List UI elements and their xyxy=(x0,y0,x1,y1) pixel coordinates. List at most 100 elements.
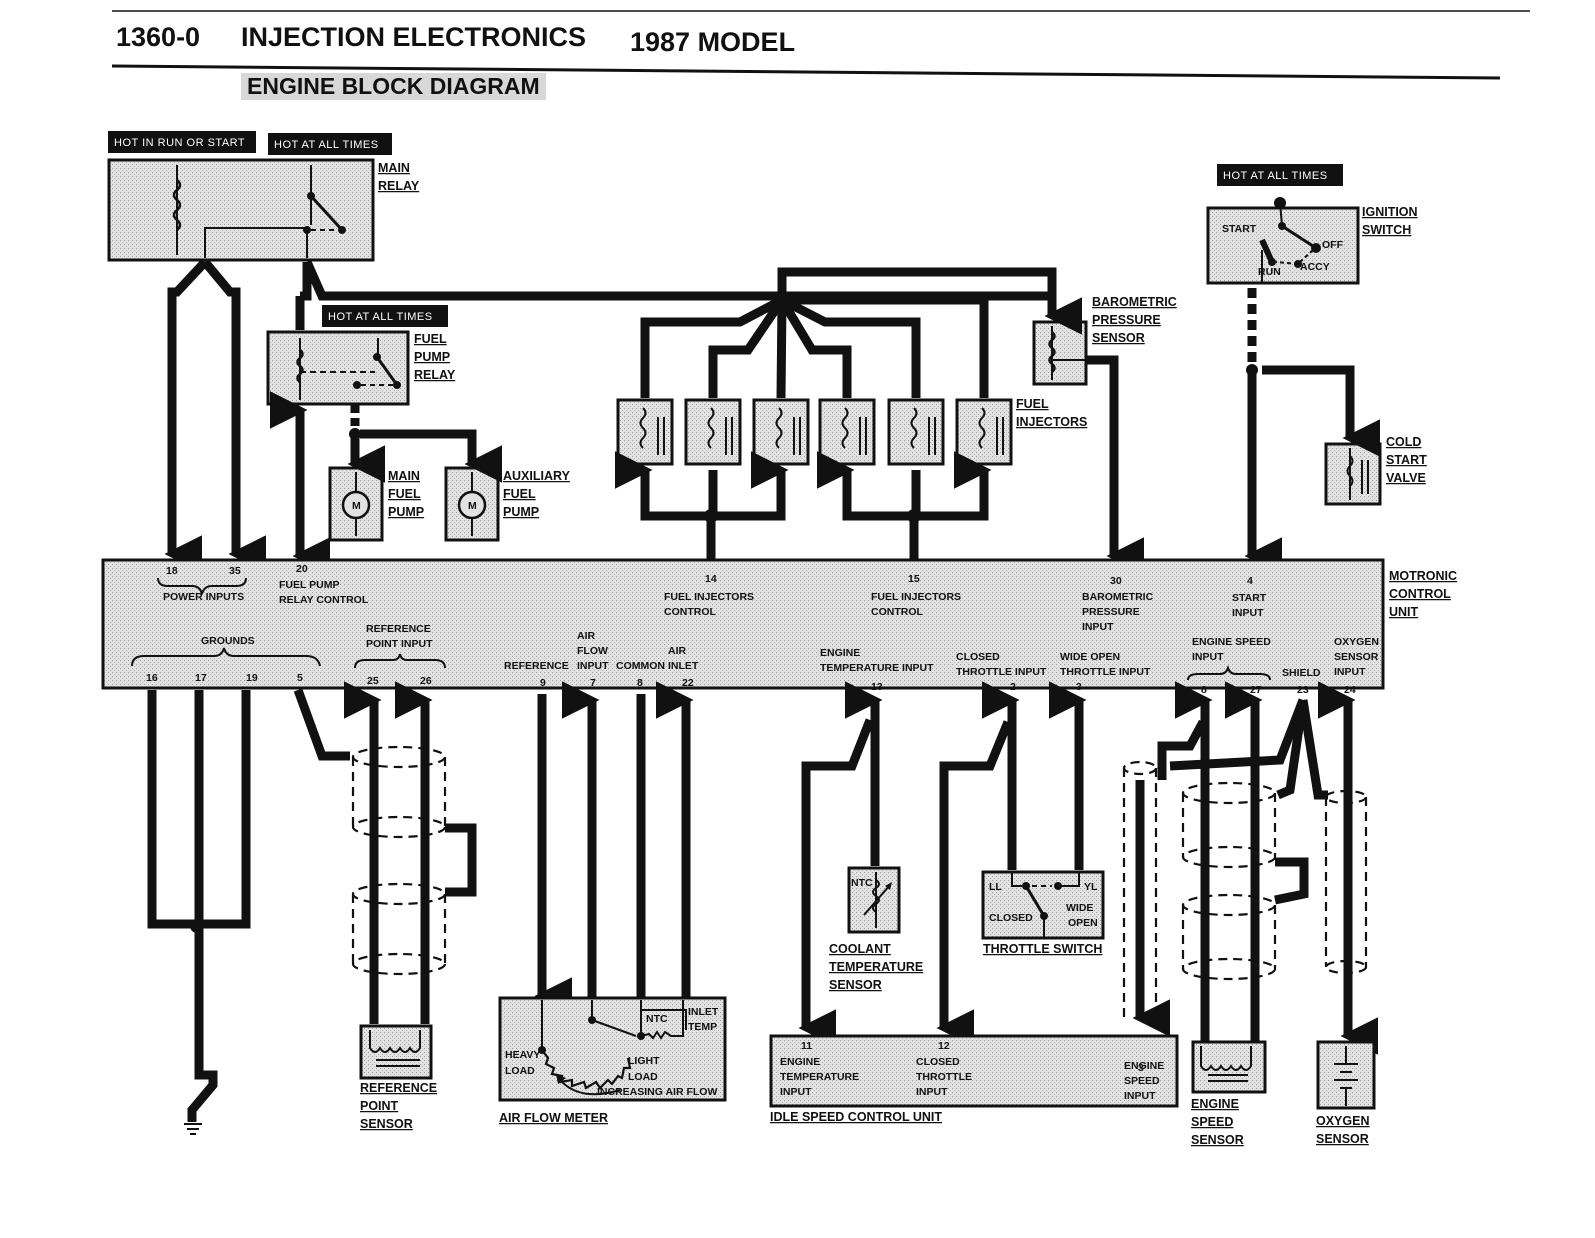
svg-text:8: 8 xyxy=(637,677,643,689)
fuel-injector xyxy=(955,398,1013,466)
svg-text:22: 22 xyxy=(682,677,694,689)
svg-text:INLET: INLET xyxy=(688,1006,719,1018)
reference-point-sensor: REFERENCE POINT SENSOR xyxy=(359,1024,437,1131)
svg-text:7: 7 xyxy=(590,677,596,689)
svg-text:COOLANT: COOLANT xyxy=(829,942,891,956)
svg-text:AIR: AIR xyxy=(577,630,596,642)
svg-text:ENGINE: ENGINE xyxy=(1191,1097,1239,1111)
svg-text:CONTROL: CONTROL xyxy=(871,606,923,618)
svg-text:INPUT: INPUT xyxy=(1334,666,1366,678)
svg-text:BAROMETRIC: BAROMETRIC xyxy=(1092,295,1177,309)
throttle-switch: LL YL CLOSED WIDE OPEN THROTTLE SWITCH xyxy=(981,870,1105,956)
svg-text:HOT AT ALL TIMES: HOT AT ALL TIMES xyxy=(274,139,379,151)
svg-text:NTC: NTC xyxy=(851,877,873,889)
barometric-pressure-sensor: BAROMETRIC PRESSURE SENSOR xyxy=(1032,295,1177,386)
svg-text:2: 2 xyxy=(1010,681,1016,693)
svg-text:BAROMETRIC: BAROMETRIC xyxy=(1082,591,1154,603)
lower-wiring xyxy=(147,681,1379,1135)
motronic-control-unit: MOTRONIC CONTROL UNIT 18 35 POWER INPUTS… xyxy=(101,558,1457,696)
svg-text:CLOSED: CLOSED xyxy=(989,912,1033,924)
svg-text:INPUT: INPUT xyxy=(577,660,609,672)
tag-hot-all-times-fuel-pump: HOT AT ALL TIMES xyxy=(322,305,448,327)
diagram-subtitle: ENGINE BLOCK DIAGRAM xyxy=(241,73,546,100)
svg-text:INLET: INLET xyxy=(668,660,699,672)
svg-text:LIGHT: LIGHT xyxy=(628,1055,660,1067)
svg-text:17: 17 xyxy=(195,672,207,684)
svg-text:5: 5 xyxy=(297,672,303,684)
svg-text:FUEL: FUEL xyxy=(388,487,421,501)
svg-text:SENSOR: SENSOR xyxy=(1316,1132,1369,1146)
svg-text:FUEL: FUEL xyxy=(414,332,447,346)
svg-text:UNIT: UNIT xyxy=(1389,605,1419,619)
svg-text:START: START xyxy=(1232,592,1267,604)
svg-text:RELAY CONTROL: RELAY CONTROL xyxy=(279,594,369,606)
svg-text:FUEL: FUEL xyxy=(1016,397,1049,411)
fuel-injector xyxy=(887,398,945,466)
svg-text:TEMP: TEMP xyxy=(688,1021,717,1033)
svg-text:3: 3 xyxy=(1138,1062,1144,1074)
svg-text:START: START xyxy=(1222,223,1257,235)
svg-text:NTC: NTC xyxy=(646,1013,668,1025)
svg-text:REFERENCE: REFERENCE xyxy=(360,1081,437,1095)
svg-text:16: 16 xyxy=(146,672,158,684)
upper-wiring xyxy=(164,258,1381,575)
fuel-injector xyxy=(684,398,742,466)
svg-text:CONTROL: CONTROL xyxy=(1389,587,1451,601)
svg-text:INPUT: INPUT xyxy=(1232,607,1264,619)
svg-text:M: M xyxy=(352,500,361,512)
svg-text:SENSOR: SENSOR xyxy=(360,1117,413,1131)
main-relay: MAIN RELAY xyxy=(107,158,420,262)
svg-text:FUEL INJECTORS: FUEL INJECTORS xyxy=(664,591,754,603)
svg-text:ACCY: ACCY xyxy=(1300,261,1330,273)
svg-text:HOT AT ALL TIMES: HOT AT ALL TIMES xyxy=(328,311,433,323)
svg-text:VALVE: VALVE xyxy=(1386,471,1426,485)
svg-text:AIR FLOW METER: AIR FLOW METER xyxy=(499,1111,608,1125)
svg-text:GROUNDS: GROUNDS xyxy=(201,635,255,647)
svg-text:RELAY: RELAY xyxy=(414,368,456,382)
svg-text:25: 25 xyxy=(367,675,379,687)
svg-text:POINT: POINT xyxy=(360,1099,399,1113)
svg-text:YL: YL xyxy=(1084,881,1098,893)
svg-text:24: 24 xyxy=(1344,684,1356,696)
ground-icon xyxy=(184,1123,202,1135)
svg-text:OFF: OFF xyxy=(1322,239,1344,251)
svg-text:27: 27 xyxy=(1250,684,1262,696)
svg-text:LOAD: LOAD xyxy=(505,1065,535,1077)
svg-text:3: 3 xyxy=(1076,681,1082,693)
idle-speed-control-unit: 11 ENGINE TEMPERATURE INPUT 12 CLOSED TH… xyxy=(769,1034,1179,1124)
section-title: INJECTION ELECTRONICS xyxy=(241,22,587,52)
svg-text:REFERENCE: REFERENCE xyxy=(366,623,431,635)
svg-text:20: 20 xyxy=(296,563,308,575)
svg-text:MAIN: MAIN xyxy=(388,469,420,483)
svg-text:SENSOR: SENSOR xyxy=(829,978,882,992)
model-year: 1987 MODEL xyxy=(630,27,796,57)
svg-text:IDLE SPEED CONTROL UNIT: IDLE SPEED CONTROL UNIT xyxy=(770,1110,942,1124)
svg-text:INPUT: INPUT xyxy=(1082,621,1114,633)
svg-text:INPUT: INPUT xyxy=(916,1086,948,1098)
svg-text:19: 19 xyxy=(246,672,258,684)
svg-text:14: 14 xyxy=(705,573,717,585)
svg-text:AIR: AIR xyxy=(668,645,687,657)
svg-text:12: 12 xyxy=(938,1040,950,1052)
svg-text:PUMP: PUMP xyxy=(388,505,424,519)
svg-text:PRESSURE: PRESSURE xyxy=(1092,313,1161,327)
svg-text:TEMPERATURE INPUT: TEMPERATURE INPUT xyxy=(820,662,934,674)
svg-text:FUEL: FUEL xyxy=(503,487,536,501)
svg-text:IGNITION: IGNITION xyxy=(1362,205,1418,219)
fuel-injectors: FUEL INJECTORS xyxy=(616,397,1087,466)
svg-text:ENGINE: ENGINE xyxy=(780,1056,820,1068)
svg-text:MAIN: MAIN xyxy=(378,161,410,175)
svg-text:SWITCH: SWITCH xyxy=(1362,223,1411,237)
engine-speed-sensor: ENGINE SPEED SENSOR xyxy=(1191,1040,1267,1147)
svg-text:4: 4 xyxy=(1247,575,1253,587)
svg-text:SPEED: SPEED xyxy=(1124,1075,1160,1087)
svg-text:INPUT: INPUT xyxy=(1124,1090,1156,1102)
svg-text:PUMP: PUMP xyxy=(503,505,539,519)
svg-text:THROTTLE INPUT: THROTTLE INPUT xyxy=(956,666,1047,678)
air-flow-meter: NTC INLET TEMP HEAVY LOAD LIGHT LOAD INC… xyxy=(498,996,727,1125)
svg-text:OPEN: OPEN xyxy=(1068,917,1098,929)
svg-text:SPEED: SPEED xyxy=(1191,1115,1233,1129)
svg-text:THROTTLE INPUT: THROTTLE INPUT xyxy=(1060,666,1151,678)
svg-text:11: 11 xyxy=(801,1040,812,1052)
